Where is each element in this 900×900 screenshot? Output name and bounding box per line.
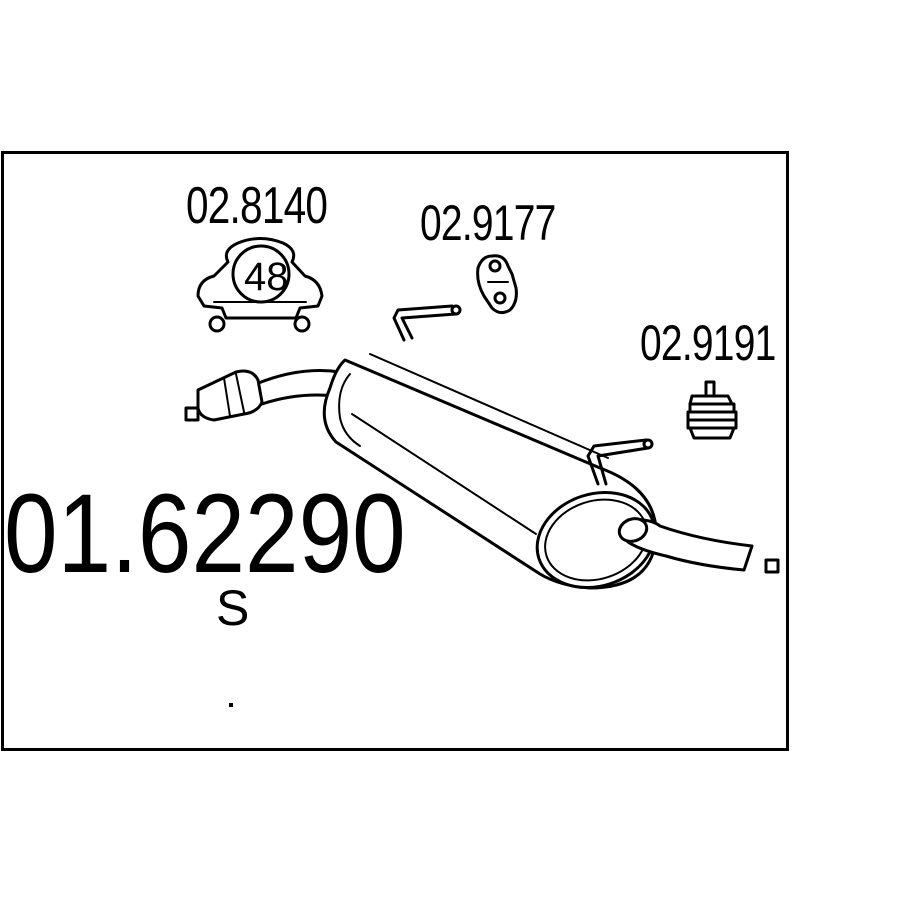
muffler-body [322, 353, 658, 590]
rear-hanger [586, 438, 654, 486]
type-code: S [216, 580, 249, 636]
part-number: 01.62290 [4, 471, 406, 596]
rubber-mount-part-code: 02.9177 [420, 195, 556, 251]
mount-icon [686, 380, 738, 440]
mount-part-code: 02.9191 [640, 315, 776, 371]
tail-pipe [617, 517, 780, 574]
front-hanger [392, 304, 462, 342]
clamp-size-label: 48 [244, 255, 289, 299]
inlet-pipe [184, 369, 342, 422]
rubber-mount-icon [476, 254, 518, 315]
clamp-icon: 48 [196, 237, 324, 333]
dot-mark [229, 703, 233, 707]
clamp-part-code: 02.8140 [186, 177, 328, 235]
